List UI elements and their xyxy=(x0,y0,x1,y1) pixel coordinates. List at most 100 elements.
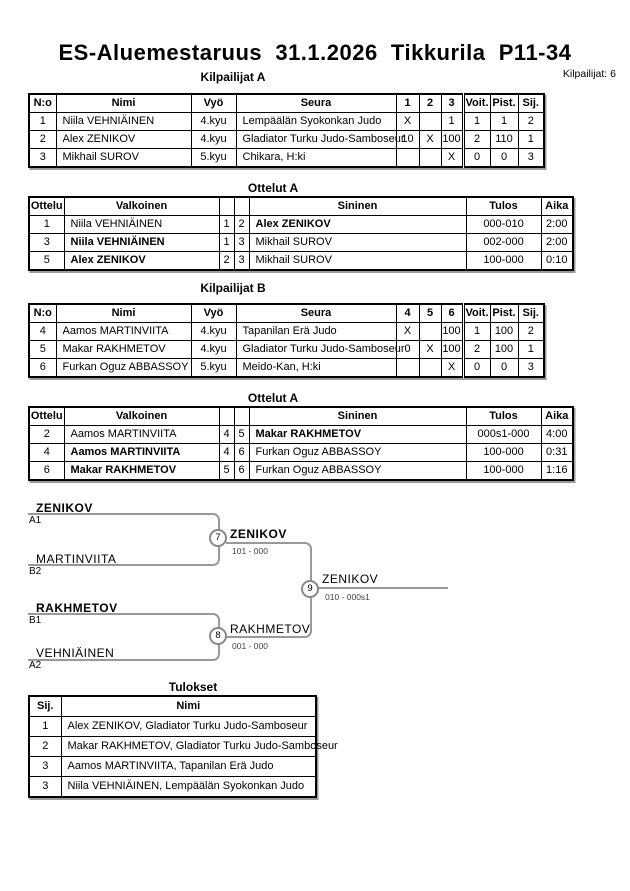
cell-bn: 6 xyxy=(233,461,250,481)
cell-blue: Furkan Oguz ABBASSOY xyxy=(248,461,467,481)
cell-no: 4 xyxy=(28,322,57,341)
cell-place: 2 xyxy=(517,112,545,131)
bracket-seed-label: A2 xyxy=(29,660,42,671)
cell-name: Mikhail SUROV xyxy=(55,148,192,168)
cell-name: Aamos MARTINVIITA xyxy=(55,322,192,341)
cell-belt: 4.kyu xyxy=(190,112,237,131)
bracket-semifinal-1-winner: ZENIKOV xyxy=(230,527,287,541)
cell-wn: 4 xyxy=(218,425,235,444)
cell-result: 100-000 xyxy=(465,461,542,481)
cell-bn: 3 xyxy=(233,233,250,252)
cell-r2: X xyxy=(418,340,442,359)
cell-club: Lempäälän Syokonkan Judo xyxy=(235,112,397,131)
cell-points: 0 xyxy=(489,358,519,378)
column-header xyxy=(233,196,250,216)
bracket-seed-label: B1 xyxy=(29,615,42,626)
cell-points: 110 xyxy=(489,130,519,149)
cell-club: Tapanilan Erä Judo xyxy=(235,322,397,341)
cell-belt: 4.kyu xyxy=(190,340,237,359)
cell-time: 0:31 xyxy=(540,443,574,462)
bracket-semifinal-2-winner: RAKHMETOV xyxy=(230,622,311,636)
column-header: 1 xyxy=(395,93,420,113)
cell-match: 2 xyxy=(28,425,65,444)
cell-match: 3 xyxy=(28,233,65,252)
cell-bn: 5 xyxy=(233,425,250,444)
column-header: 6 xyxy=(440,303,464,323)
column-header: Nimi xyxy=(55,93,192,113)
column-header: Vyö xyxy=(190,93,237,113)
column-header: 4 xyxy=(395,303,420,323)
cell-blue: Makar RAKHMETOV xyxy=(248,425,467,444)
cell-wins: 0 xyxy=(461,148,491,168)
cell-wn: 2 xyxy=(218,251,235,271)
bracket-line-final-winner xyxy=(318,587,448,589)
cell-r3: 100 xyxy=(440,340,464,359)
cell-place: 2 xyxy=(28,736,62,757)
cell-belt: 4.kyu xyxy=(190,130,237,149)
column-header: Tulos xyxy=(465,196,542,216)
cell-points: 100 xyxy=(489,340,519,359)
column-header: Nimi xyxy=(60,695,317,717)
cell-wins: 1 xyxy=(461,322,491,341)
match-number-circle-8: 8 xyxy=(209,627,227,645)
section-label-pool-b: Kilpailijat B xyxy=(200,281,266,295)
cell-no: 6 xyxy=(28,358,57,378)
cell-wins: 2 xyxy=(461,340,491,359)
cell-time: 2:00 xyxy=(540,215,574,234)
cell-r3: 1 xyxy=(440,112,464,131)
cell-result: 002-000 xyxy=(465,233,542,252)
column-header xyxy=(218,196,235,216)
cell-club: Meido-Kan, H:ki xyxy=(235,358,397,378)
cell-place: 3 xyxy=(28,756,62,777)
cell-points: 1 xyxy=(489,112,519,131)
column-header: Voit. xyxy=(461,93,491,113)
section-label-matches-b: Ottelut A xyxy=(247,391,299,405)
cell-wn: 1 xyxy=(218,233,235,252)
cell-result: 100-000 xyxy=(465,251,542,271)
cell-time: 1:16 xyxy=(540,461,574,481)
header-row: Sij.Nimi xyxy=(28,695,317,717)
cell-white: Makar RAKHMETOV xyxy=(63,461,220,481)
column-header: N:o xyxy=(28,303,57,323)
cell-r3: X xyxy=(440,148,464,168)
cell-white: Niila VEHNIÄINEN xyxy=(63,215,220,234)
column-header: Pist. xyxy=(489,93,519,113)
cell-name: Alex ZENIKOV, Gladiator Turku Judo-Sambo… xyxy=(60,716,317,737)
column-header: Aika xyxy=(540,196,574,216)
cell-place: 3 xyxy=(517,148,545,168)
cell-wn: 5 xyxy=(218,461,235,481)
cell-match: 5 xyxy=(28,251,65,271)
cell-wins: 1 xyxy=(461,112,491,131)
column-header: Tulos xyxy=(465,406,542,426)
column-header: Valkoinen xyxy=(63,406,220,426)
column-header: Valkoinen xyxy=(63,196,220,216)
cell-match: 6 xyxy=(28,461,65,481)
cell-name: Alex ZENIKOV xyxy=(55,130,192,149)
cell-result: 000-010 xyxy=(465,215,542,234)
cell-bn: 6 xyxy=(233,443,250,462)
cell-club: Gladiator Turku Judo-Samboseur xyxy=(235,340,405,359)
cell-white: Alex ZENIKOV xyxy=(63,251,220,271)
column-header: Nimi xyxy=(55,303,192,323)
cell-points: 0 xyxy=(489,148,519,168)
cell-place: 3 xyxy=(517,358,545,378)
section-label-results: Tulokset xyxy=(168,680,218,694)
cell-r3: 100 xyxy=(440,322,464,341)
cell-r1 xyxy=(395,148,420,168)
cell-place: 1 xyxy=(28,716,62,737)
cell-time: 4:00 xyxy=(540,425,574,444)
cell-blue: Mikhail SUROV xyxy=(248,233,467,252)
cell-place: 1 xyxy=(517,130,545,149)
cell-name: Makar RAKHMETOV, Gladiator Turku Judo-Sa… xyxy=(60,736,338,757)
